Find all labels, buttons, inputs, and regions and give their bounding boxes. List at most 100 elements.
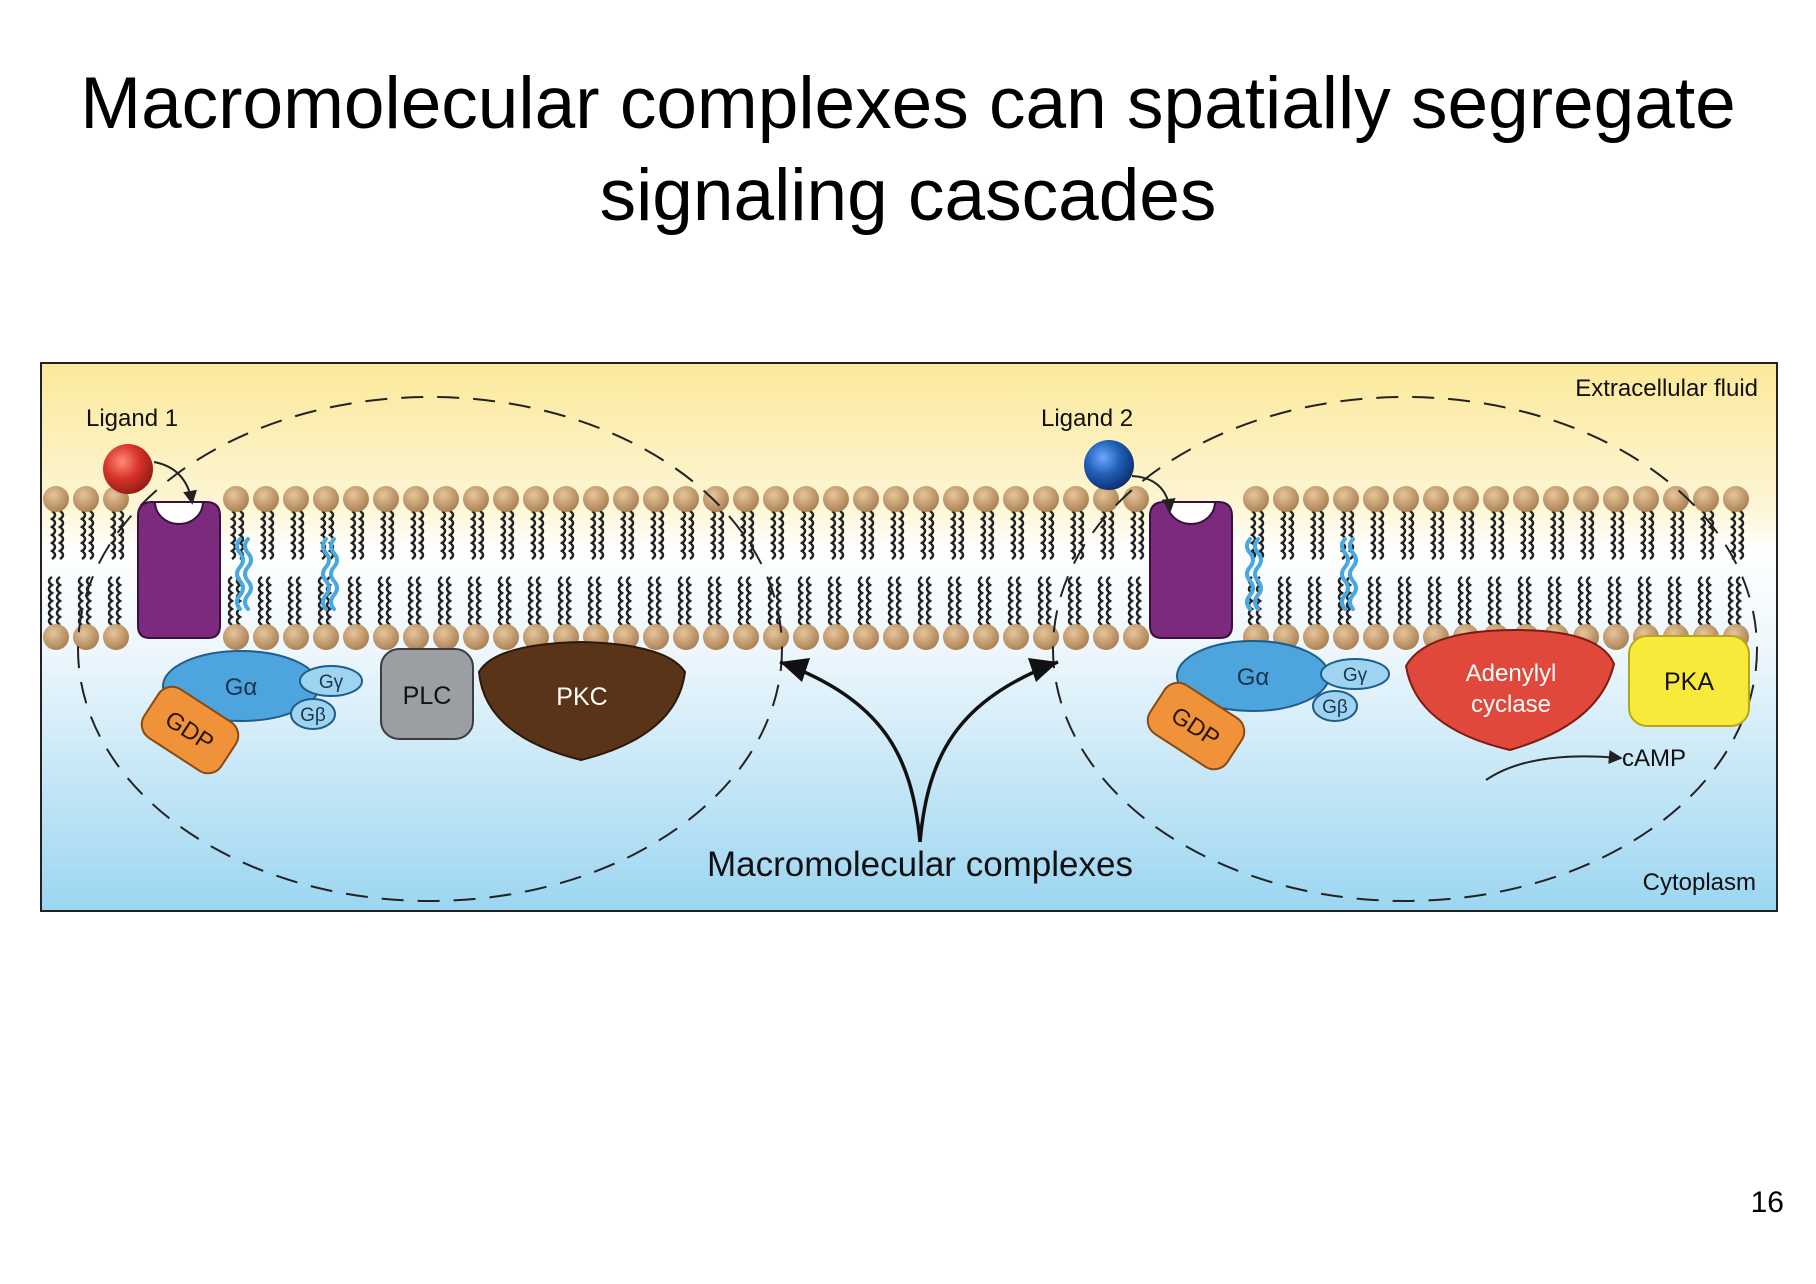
adenylyl-cyclase xyxy=(1404,628,1616,752)
lipid-tail xyxy=(437,509,455,627)
g-beta-2-label: Gβ xyxy=(1322,697,1348,718)
lipid-tail xyxy=(1427,509,1445,627)
lipid-head xyxy=(523,624,549,650)
lipid-head xyxy=(703,486,729,512)
pkc xyxy=(477,640,687,762)
adenylyl-cyclase-label-line2: cyclase xyxy=(1471,691,1551,718)
camp-label: cAMP xyxy=(1622,745,1686,772)
lipid-tail xyxy=(1277,509,1295,627)
ligand-2-arrow xyxy=(1131,475,1176,513)
adenylyl-cyclase-label-line1: Adenylyl xyxy=(1466,660,1557,687)
lipid-head xyxy=(973,624,999,650)
g-alpha-1-label: Gα xyxy=(225,674,258,701)
lipid-head xyxy=(343,624,369,650)
lipid-head xyxy=(853,486,879,512)
pka xyxy=(1628,635,1750,727)
arrowhead-left xyxy=(780,658,810,682)
right-complex-outline xyxy=(1052,396,1758,902)
lipid-tail xyxy=(677,509,695,627)
plc-label: PLC xyxy=(403,682,452,710)
lipid-tail xyxy=(587,509,605,627)
lipid-head xyxy=(1063,624,1089,650)
lipid-tail xyxy=(1457,509,1475,627)
lipid-tail xyxy=(47,509,65,627)
lipid-tail xyxy=(1517,509,1535,627)
lipid-head xyxy=(763,624,789,650)
lipid-tail xyxy=(1697,509,1715,627)
lipid-head xyxy=(1003,486,1029,512)
lipid-tail xyxy=(767,509,785,627)
g-alpha-2-label: Gα xyxy=(1237,664,1270,691)
lipid-head xyxy=(793,624,819,650)
lipid-tail xyxy=(377,509,395,627)
lipid-head xyxy=(253,624,279,650)
lipid-head xyxy=(733,624,759,650)
lipid-head xyxy=(523,486,549,512)
lipid-tail xyxy=(1307,509,1325,627)
lipid-head xyxy=(1303,486,1329,512)
lipid-head xyxy=(433,624,459,650)
lipid-head xyxy=(493,624,519,650)
lipid-head xyxy=(1483,486,1509,512)
g-beta-2 xyxy=(1312,690,1358,722)
lipid-head xyxy=(913,624,939,650)
g-gamma-1-label: Gγ xyxy=(319,672,344,693)
lipid-head xyxy=(643,486,669,512)
lipid-head xyxy=(1063,486,1089,512)
lipid-tail xyxy=(1247,509,1265,627)
lipid-tail xyxy=(1337,509,1355,627)
lipid-tail xyxy=(947,509,965,627)
page-number: 16 xyxy=(1750,1186,1784,1219)
lipid-tail xyxy=(827,509,845,627)
lipid-head xyxy=(463,486,489,512)
lipid-head xyxy=(883,486,909,512)
pkc-label: PKC xyxy=(556,683,607,711)
lipid-head xyxy=(43,624,69,650)
lipid-head xyxy=(673,486,699,512)
lipid-head xyxy=(343,486,369,512)
lipid-tail xyxy=(77,509,95,627)
lipid-head xyxy=(1003,624,1029,650)
lipid-head xyxy=(1363,624,1389,650)
lipid-head xyxy=(463,624,489,650)
lipid-head xyxy=(1393,624,1419,650)
lipid-tail xyxy=(1637,509,1655,627)
lipid-head xyxy=(1033,486,1059,512)
signaling-diagram: Ligand 1 Gα Gγ Gβ GDP PLC PKC Ligand 2 G… xyxy=(40,362,1778,912)
macromolecular-complexes-label: Macromolecular complexes xyxy=(707,845,1133,884)
lipid-head xyxy=(913,486,939,512)
ligand-1-arrow xyxy=(153,461,197,505)
arrowhead-right xyxy=(1028,658,1058,682)
lipid-tail xyxy=(1727,509,1745,627)
lipid-head xyxy=(1663,486,1689,512)
pka-label: PKA xyxy=(1664,668,1714,696)
g-gamma-1 xyxy=(299,665,363,697)
lipid-tail xyxy=(107,509,125,627)
lipid-head xyxy=(313,486,339,512)
lipid-head xyxy=(1693,486,1719,512)
lipid-head xyxy=(403,624,429,650)
lipid-head xyxy=(103,624,129,650)
lipid-head xyxy=(283,486,309,512)
lipid-tail xyxy=(1067,509,1085,627)
lipid-tail xyxy=(257,509,275,627)
plc xyxy=(380,648,474,740)
lipid-head xyxy=(1573,486,1599,512)
ligand-2 xyxy=(1084,440,1134,490)
g-gamma-2-label: Gγ xyxy=(1343,665,1368,686)
lipid-head xyxy=(613,486,639,512)
lipid-head xyxy=(763,486,789,512)
lipid-head xyxy=(733,486,759,512)
lipid-head xyxy=(1633,486,1659,512)
complex-arrows xyxy=(779,660,1059,843)
lipid-head xyxy=(43,486,69,512)
lipid-head xyxy=(1123,486,1149,512)
title-line-2: signaling cascades xyxy=(599,155,1217,236)
lipid-tail xyxy=(1097,509,1115,627)
lipid-head xyxy=(1033,624,1059,650)
g-gamma-2 xyxy=(1320,658,1390,690)
lipid-head xyxy=(73,624,99,650)
lipid-tail xyxy=(977,509,995,627)
left-complex-outline xyxy=(77,396,783,902)
lipid-head xyxy=(493,486,519,512)
